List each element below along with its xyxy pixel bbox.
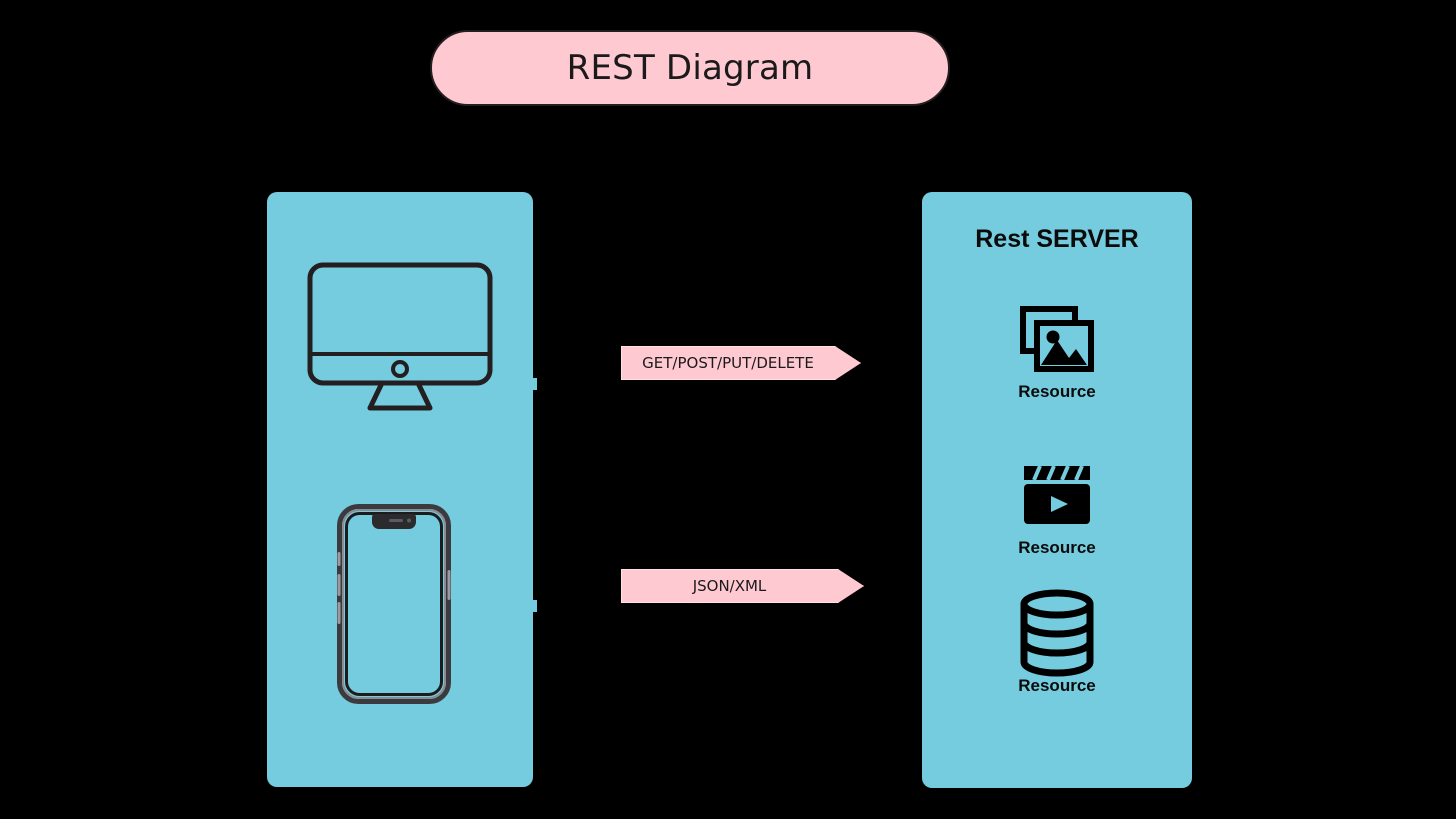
database-icon	[922, 589, 1192, 677]
images-icon	[922, 304, 1192, 374]
resource-label: Resource	[1018, 382, 1096, 401]
request-arrow: GET/POST/PUT/DELETE	[621, 346, 861, 380]
client-panel	[267, 192, 537, 787]
response-arrow-label: JSON/XML	[692, 577, 767, 595]
resource-label: Resource	[1018, 676, 1096, 695]
response-arrow-shape	[621, 569, 864, 603]
resource-label: Resource	[1018, 538, 1096, 557]
server-panel: Rest SERVER Resource	[922, 192, 1192, 788]
client-panel-connector-bottom	[533, 600, 537, 612]
video-clapperboard-icon	[922, 460, 1192, 530]
client-panel-connector-top	[533, 378, 537, 390]
response-arrow: JSON/XML	[621, 569, 864, 603]
resource-item: Resource	[922, 460, 1192, 558]
resource-item: Resource	[922, 589, 1192, 696]
smartphone-icon	[337, 504, 451, 709]
desktop-monitor-icon	[307, 262, 493, 417]
server-title: Rest SERVER	[975, 225, 1139, 253]
request-arrow-shape	[621, 346, 861, 380]
diagram-title-pill: REST Diagram	[430, 30, 950, 106]
page-title: REST Diagram	[566, 48, 814, 88]
request-arrow-label: GET/POST/PUT/DELETE	[642, 354, 814, 372]
resource-item: Resource	[922, 304, 1192, 402]
